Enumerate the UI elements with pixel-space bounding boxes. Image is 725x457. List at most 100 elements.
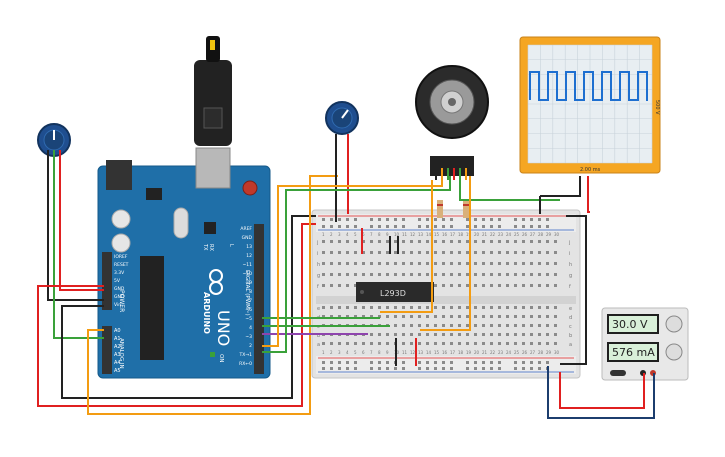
- breadboard-hole[interactable]: [546, 251, 549, 254]
- breadboard-hole[interactable]: [338, 251, 341, 254]
- current-knob[interactable]: [665, 343, 683, 361]
- breadboard-hole[interactable]: [330, 262, 333, 265]
- rail-hole[interactable]: [474, 361, 477, 364]
- breadboard-hole[interactable]: [554, 284, 557, 287]
- breadboard-hole[interactable]: [322, 262, 325, 265]
- breadboard-hole[interactable]: [498, 240, 501, 243]
- breadboard-hole[interactable]: [490, 240, 493, 243]
- breadboard-hole[interactable]: [362, 342, 365, 345]
- rail-hole[interactable]: [330, 225, 333, 228]
- rail-hole[interactable]: [338, 225, 341, 228]
- breadboard-hole[interactable]: [426, 262, 429, 265]
- rail-hole[interactable]: [386, 225, 389, 228]
- breadboard-hole[interactable]: [498, 262, 501, 265]
- breadboard-hole[interactable]: [402, 273, 405, 276]
- breadboard-hole[interactable]: [514, 273, 517, 276]
- breadboard-hole[interactable]: [394, 306, 397, 309]
- breadboard-hole[interactable]: [490, 342, 493, 345]
- voltage-knob[interactable]: [665, 315, 683, 333]
- breadboard-hole[interactable]: [538, 273, 541, 276]
- breadboard-hole[interactable]: [330, 273, 333, 276]
- breadboard-hole[interactable]: [426, 273, 429, 276]
- breadboard-hole[interactable]: [418, 333, 421, 336]
- rail-hole[interactable]: [370, 218, 373, 221]
- breadboard-hole[interactable]: [386, 333, 389, 336]
- breadboard-hole[interactable]: [546, 342, 549, 345]
- breadboard-hole[interactable]: [346, 251, 349, 254]
- breadboard-hole[interactable]: [378, 342, 381, 345]
- breadboard-hole[interactable]: [322, 240, 325, 243]
- breadboard-hole[interactable]: [522, 262, 525, 265]
- rail-hole[interactable]: [442, 361, 445, 364]
- breadboard-hole[interactable]: [402, 315, 405, 318]
- breadboard-hole[interactable]: [410, 333, 413, 336]
- wire-orange[interactable]: [420, 176, 471, 331]
- breadboard-hole[interactable]: [482, 251, 485, 254]
- breadboard-hole[interactable]: [450, 324, 453, 327]
- breadboard-hole[interactable]: [506, 342, 509, 345]
- rail-hole[interactable]: [490, 218, 493, 221]
- breadboard-hole[interactable]: [442, 342, 445, 345]
- breadboard-hole[interactable]: [506, 284, 509, 287]
- rail-hole[interactable]: [530, 361, 533, 364]
- breadboard-hole[interactable]: [530, 324, 533, 327]
- rail-hole[interactable]: [450, 361, 453, 364]
- breadboard-hole[interactable]: [410, 306, 413, 309]
- breadboard-hole[interactable]: [554, 333, 557, 336]
- breadboard-hole[interactable]: [426, 306, 429, 309]
- breadboard-hole[interactable]: [554, 324, 557, 327]
- wire-red[interactable]: [37, 223, 316, 407]
- breadboard-hole[interactable]: [442, 306, 445, 309]
- breadboard-hole[interactable]: [490, 324, 493, 327]
- breadboard-hole[interactable]: [498, 315, 501, 318]
- breadboard-hole[interactable]: [410, 262, 413, 265]
- rail-hole[interactable]: [498, 225, 501, 228]
- breadboard-hole[interactable]: [354, 342, 357, 345]
- breadboard-hole[interactable]: [402, 251, 405, 254]
- breadboard-hole[interactable]: [322, 306, 325, 309]
- breadboard-hole[interactable]: [338, 306, 341, 309]
- breadboard-hole[interactable]: [530, 284, 533, 287]
- breadboard-hole[interactable]: [338, 342, 341, 345]
- breadboard-hole[interactable]: [474, 273, 477, 276]
- breadboard-hole[interactable]: [410, 342, 413, 345]
- breadboard-hole[interactable]: [386, 262, 389, 265]
- breadboard-hole[interactable]: [466, 333, 469, 336]
- breadboard-hole[interactable]: [482, 306, 485, 309]
- breadboard-hole[interactable]: [498, 273, 501, 276]
- breadboard-hole[interactable]: [546, 333, 549, 336]
- rail-hole[interactable]: [354, 367, 357, 370]
- wire-green[interactable]: [459, 176, 560, 201]
- breadboard-hole[interactable]: [538, 324, 541, 327]
- rail-hole[interactable]: [490, 225, 493, 228]
- breadboard-hole[interactable]: [330, 240, 333, 243]
- rail-hole[interactable]: [538, 367, 541, 370]
- breadboard-hole[interactable]: [498, 324, 501, 327]
- breadboard-hole[interactable]: [498, 306, 501, 309]
- breadboard-hole[interactable]: [506, 240, 509, 243]
- breadboard-hole[interactable]: [434, 315, 437, 318]
- breadboard-hole[interactable]: [378, 262, 381, 265]
- breadboard-hole[interactable]: [458, 324, 461, 327]
- breadboard-hole[interactable]: [362, 251, 365, 254]
- breadboard-hole[interactable]: [378, 315, 381, 318]
- breadboard-hole[interactable]: [522, 324, 525, 327]
- rail-hole[interactable]: [450, 225, 453, 228]
- breadboard-hole[interactable]: [362, 306, 365, 309]
- breadboard-hole[interactable]: [490, 315, 493, 318]
- rail-hole[interactable]: [378, 225, 381, 228]
- breadboard-hole[interactable]: [522, 315, 525, 318]
- breadboard-hole[interactable]: [378, 251, 381, 254]
- breadboard-hole[interactable]: [434, 273, 437, 276]
- breadboard-hole[interactable]: [546, 240, 549, 243]
- breadboard-hole[interactable]: [498, 342, 501, 345]
- breadboard-hole[interactable]: [474, 333, 477, 336]
- breadboard-hole[interactable]: [546, 284, 549, 287]
- breadboard-hole[interactable]: [546, 262, 549, 265]
- breadboard-hole[interactable]: [554, 262, 557, 265]
- rail-hole[interactable]: [498, 367, 501, 370]
- breadboard-hole[interactable]: [482, 324, 485, 327]
- rail-hole[interactable]: [442, 225, 445, 228]
